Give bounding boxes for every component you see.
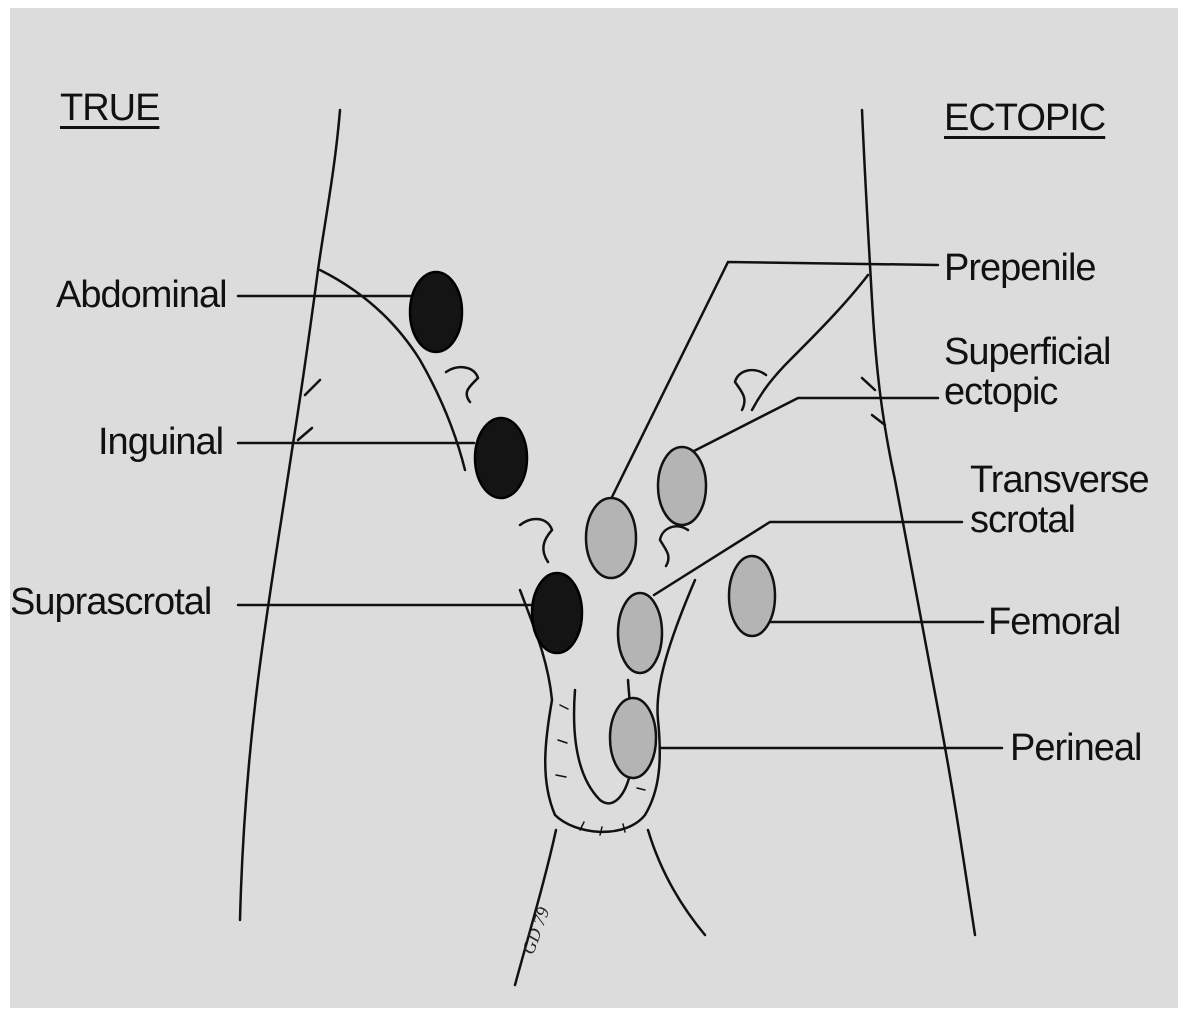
superficial-ectopic-testis <box>658 447 706 525</box>
left-upper-tuft <box>446 367 478 402</box>
label-prepenile: Prepenile <box>944 248 1096 288</box>
inguinal-testis <box>475 418 527 498</box>
label-transverse-scrotal: Transverse scrotal <box>970 460 1149 540</box>
ectopic-header: ECTOPIC <box>944 98 1105 138</box>
perineal-testis <box>610 698 656 778</box>
leader-superficial-ectopic <box>692 398 938 452</box>
label-abdominal: Abdominal <box>56 275 227 315</box>
leader-transverse-scrotal <box>654 522 962 595</box>
femoral-testis <box>729 556 775 636</box>
right-upper-tuft <box>735 370 766 410</box>
label-perineal: Perineal <box>1010 728 1141 768</box>
true-header: TRUE <box>60 88 159 128</box>
left-lower-tuft <box>520 519 552 562</box>
leader-prepenile <box>612 262 938 497</box>
label-superficial-ectopic: Superficial ectopic <box>944 332 1110 412</box>
transverse-scrotal-testis <box>618 593 662 673</box>
label-superficial-line2: ectopic <box>944 372 1110 412</box>
abdominal-testis <box>410 272 462 352</box>
right-lower-tuft <box>660 526 688 566</box>
prepenile-testis <box>586 498 636 578</box>
label-suprascrotal: Suprascrotal <box>10 582 211 622</box>
label-superficial-line1: Superficial <box>944 332 1110 372</box>
suprascrotal-testis <box>532 573 582 653</box>
right-inner-leg <box>648 830 705 935</box>
left-outline-tick-2 <box>298 428 312 440</box>
left-outline-tick <box>305 380 320 395</box>
left-body-outline <box>240 110 340 920</box>
label-transverse-line2: scrotal <box>970 500 1149 540</box>
label-inguinal: Inguinal <box>98 422 223 462</box>
label-femoral: Femoral <box>988 602 1120 642</box>
right-outline-tick <box>862 378 875 390</box>
label-transverse-line1: Transverse <box>970 460 1149 500</box>
right-groin-crease <box>752 275 868 410</box>
